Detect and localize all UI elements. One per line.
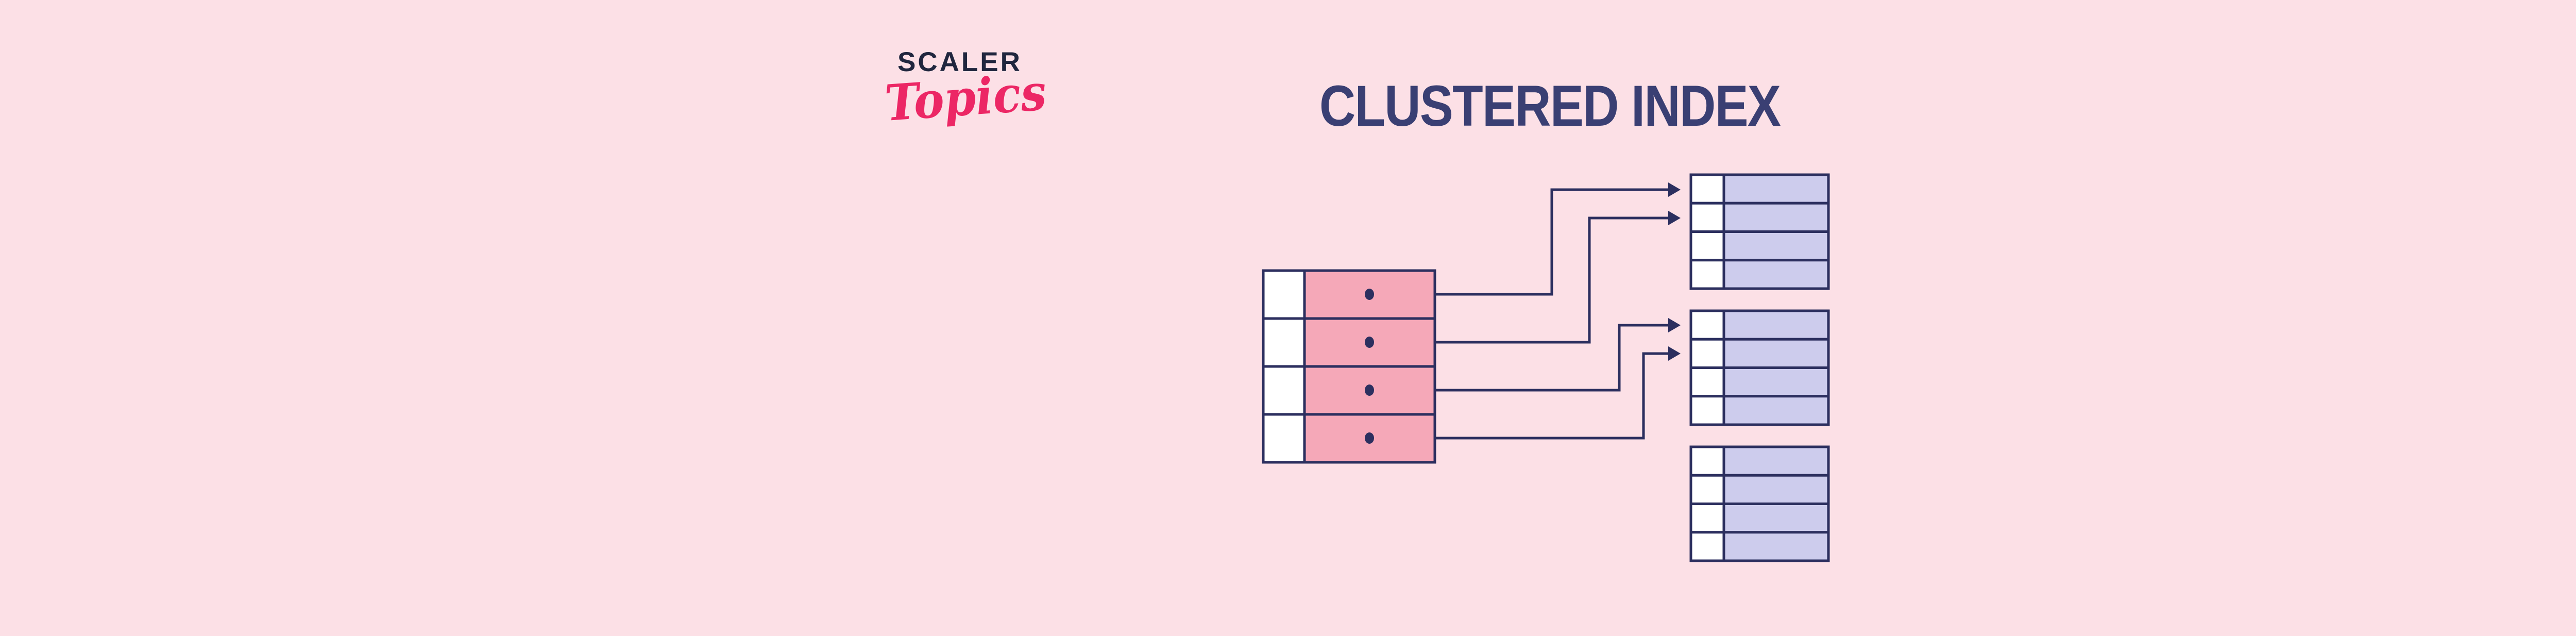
page3-key-cell-3 (1689, 503, 1725, 534)
arrowhead-icon (1668, 211, 1681, 225)
page2-key-cell-3 (1689, 366, 1725, 398)
index-key-cell-4 (1262, 413, 1306, 464)
scaler-logo: SCALER Topics (883, 46, 1048, 160)
link-arrow-3 (1435, 324, 1668, 392)
arrowhead-icon (1668, 182, 1681, 197)
arrowhead-icon (1668, 318, 1681, 332)
page1-data-cell-3 (1722, 230, 1830, 262)
index-table (1262, 269, 1436, 464)
link-arrow-4 (1435, 352, 1668, 440)
index-key-cell-1 (1262, 269, 1306, 320)
page2-data-cell-2 (1722, 338, 1830, 369)
page3-key-cell-2 (1689, 474, 1725, 505)
index-table-row (1262, 413, 1436, 464)
page2-data-cell-3 (1722, 366, 1830, 398)
page2-key-cell-1 (1689, 309, 1725, 341)
page3-data-cell-4 (1722, 531, 1830, 562)
page3-data-cell-1 (1722, 445, 1830, 477)
index-table-row (1262, 269, 1436, 320)
link-arrow-2 (1435, 216, 1668, 344)
page2-key-cell-4 (1689, 395, 1725, 426)
data-page-1 (1689, 173, 1830, 290)
index-key-cell-3 (1262, 365, 1306, 416)
logo-brand-text: SCALER (897, 47, 1022, 77)
page2-data-cell-4 (1722, 395, 1830, 426)
pointer-dot-3 (1365, 384, 1374, 396)
page3-key-cell-1 (1689, 445, 1725, 477)
arrowhead-icon (1668, 346, 1681, 361)
index-table-row (1262, 365, 1436, 416)
page3-data-cell-3 (1722, 503, 1830, 534)
link-arrow-1 (1435, 188, 1668, 296)
page1-data-cell-4 (1722, 259, 1830, 290)
page2-data-cell-1 (1722, 309, 1830, 341)
page1-key-cell-4 (1689, 259, 1725, 290)
pointer-dot-4 (1365, 432, 1374, 444)
page3-key-cell-4 (1689, 531, 1725, 562)
link-arrows (1435, 182, 1681, 440)
page1-key-cell-2 (1689, 202, 1725, 233)
page2-key-cell-2 (1689, 338, 1725, 369)
index-key-cell-2 (1262, 317, 1306, 368)
page1-key-cell-3 (1689, 230, 1725, 262)
index-table-row (1262, 317, 1436, 368)
page3-data-cell-2 (1722, 474, 1830, 505)
page1-key-cell-1 (1689, 173, 1725, 205)
pointer-dot-1 (1365, 289, 1374, 300)
page-title: CLUSTERED INDEX (1319, 74, 1781, 138)
data-page-3 (1689, 445, 1830, 562)
page1-data-cell-2 (1722, 202, 1830, 233)
pointer-dot-2 (1365, 337, 1374, 348)
data-page-2 (1689, 309, 1830, 426)
page1-data-cell-1 (1722, 173, 1830, 205)
